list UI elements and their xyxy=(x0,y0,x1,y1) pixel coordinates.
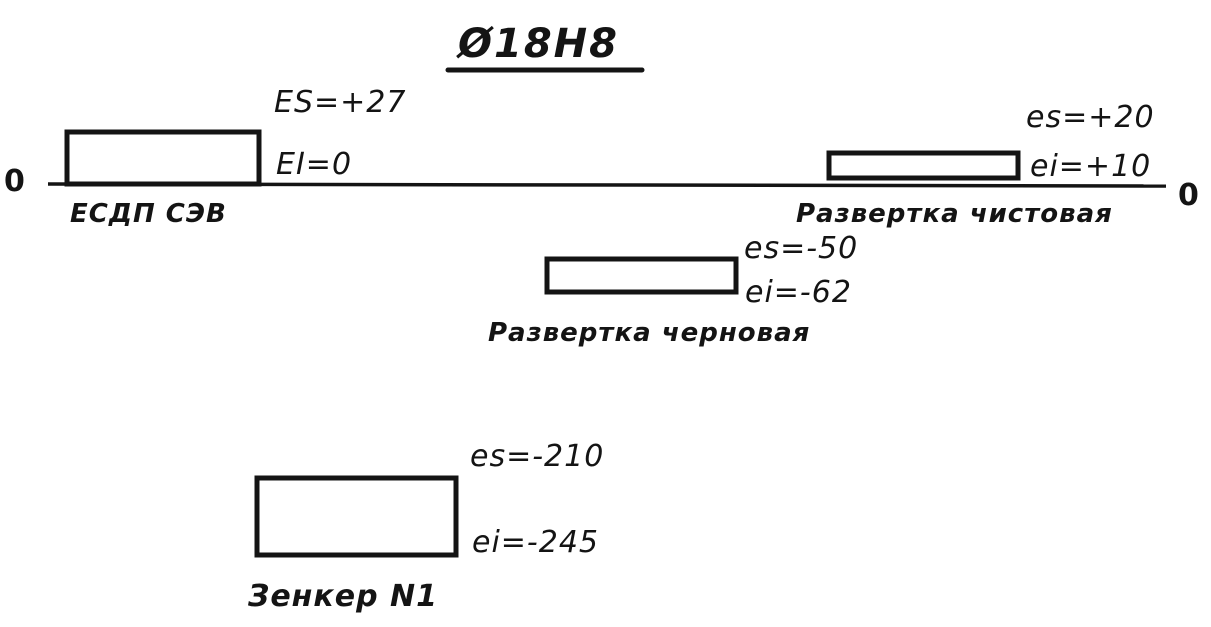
hole-lower-deviation: EI=0 xyxy=(276,147,353,182)
finish-reamer-lower-deviation: ei=+10 xyxy=(1030,149,1152,184)
countersink-1-field xyxy=(254,475,459,558)
hole-field-caption: ЕСДП СЭВ xyxy=(70,199,227,229)
diagram-title: Ø18Н8 xyxy=(458,21,619,67)
hole-tolerance-field xyxy=(64,129,262,187)
zero-line-right-label: 0 xyxy=(1178,178,1200,213)
countersink-upper-deviation: es=-210 xyxy=(470,439,605,474)
hole-upper-deviation: ES=+27 xyxy=(274,85,407,120)
zero-line-left-label: 0 xyxy=(4,164,26,199)
countersink-lower-deviation: ei=-245 xyxy=(472,525,600,560)
countersink-caption: Зенкер N1 xyxy=(248,579,438,614)
finish-reamer-field xyxy=(826,150,1021,181)
finish-reamer-caption: Развертка чистовая xyxy=(796,199,1113,229)
rough-reamer-upper-deviation: es=-50 xyxy=(744,231,859,266)
finish-reamer-upper-deviation: es=+20 xyxy=(1026,100,1155,135)
rough-reamer-lower-deviation: ei=-62 xyxy=(745,275,852,310)
rough-reamer-field xyxy=(544,256,739,295)
rough-reamer-caption: Развертка черновая xyxy=(488,318,811,348)
